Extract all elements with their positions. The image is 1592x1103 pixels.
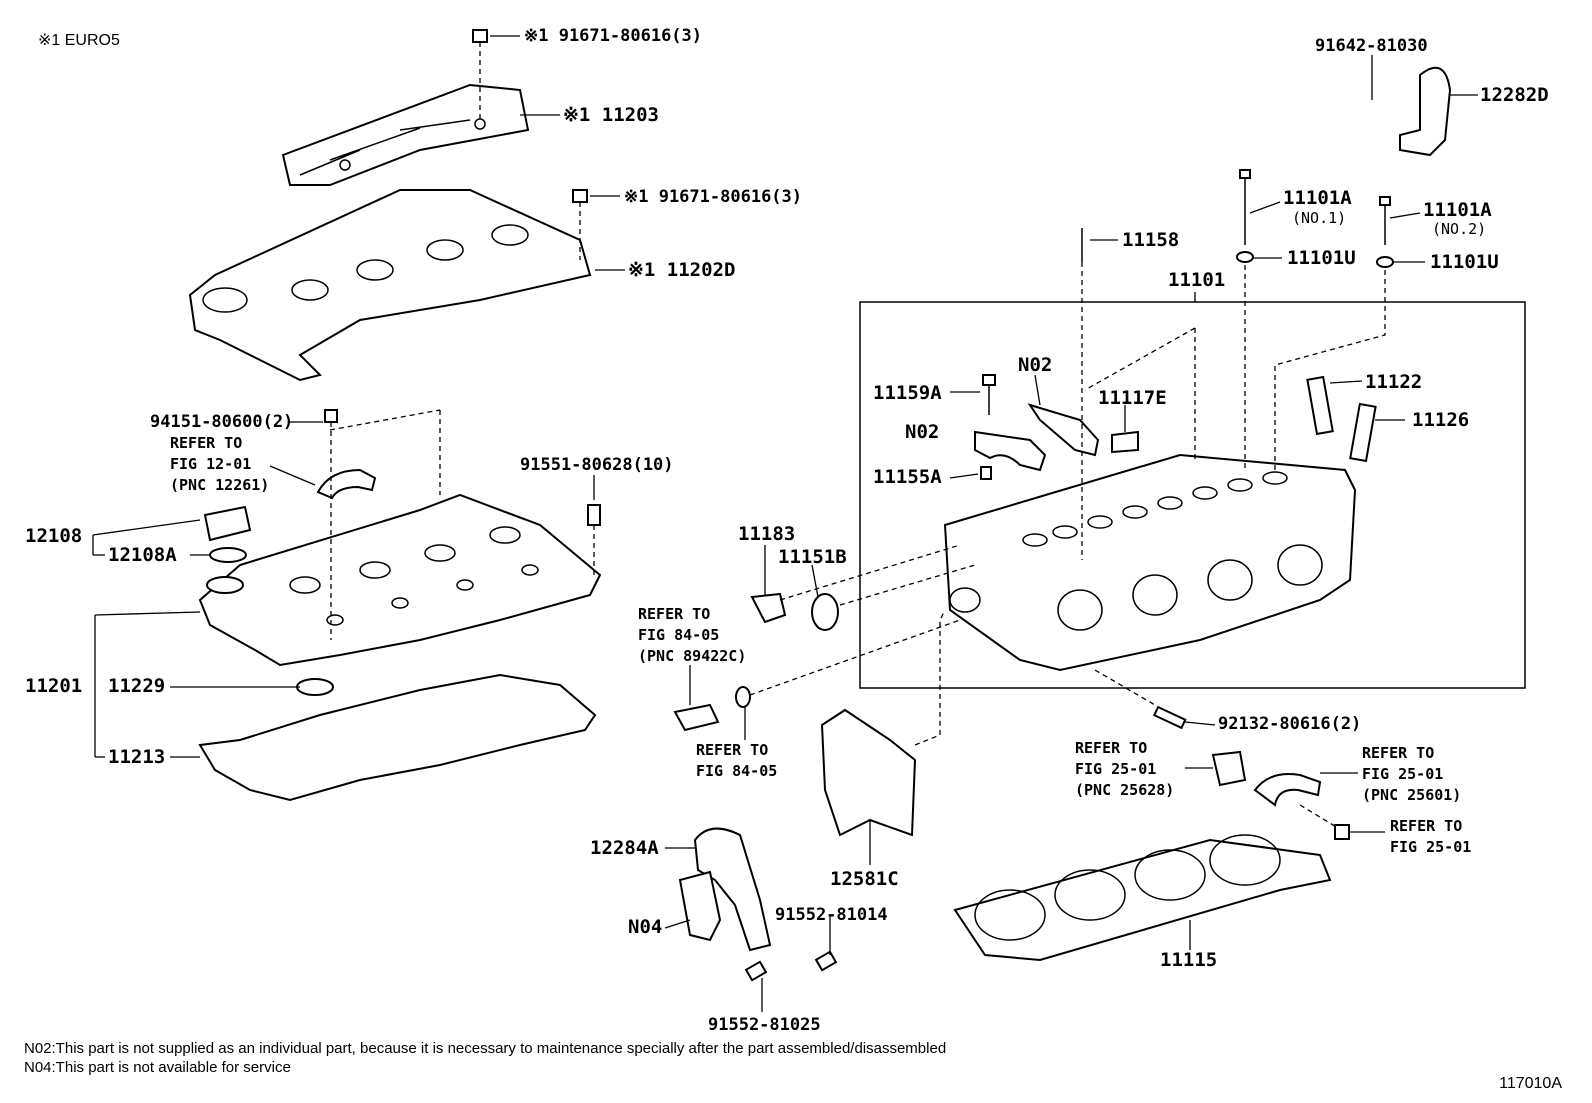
label-12108A: 12108A — [108, 544, 177, 566]
refer-fig-25-01-a[interactable]: REFER TO FIG 25-01 (PNC 25628) — [1075, 739, 1175, 799]
label-N02-a: N02 — [1018, 354, 1053, 376]
pipe-icon — [1253, 773, 1322, 807]
oil-filler-cap-icon — [203, 505, 252, 563]
washer-icon — [1376, 256, 1394, 268]
engine-cover-lower-icon — [188, 189, 592, 382]
label-11126: 11126 — [1412, 409, 1470, 431]
header-note: ※1 EURO5 — [38, 32, 120, 49]
bolt-icon — [982, 374, 996, 386]
washer-icon — [1236, 251, 1254, 263]
figure-id: 117010A — [1499, 1075, 1562, 1092]
plate-12581C-icon — [820, 708, 917, 837]
label-12108: 12108 — [25, 525, 83, 547]
label-11203: ※1 11203 — [563, 104, 659, 126]
pin-icon — [980, 466, 992, 480]
bracket-12282D-icon — [1399, 66, 1452, 157]
cylinder-head-icon — [943, 453, 1357, 672]
leader-lines — [92, 35, 1478, 1012]
bolt-icon — [814, 950, 838, 972]
label-11151B: 11151B — [778, 546, 847, 568]
label-11115: 11115 — [1160, 949, 1218, 971]
label-11229: 11229 — [108, 675, 166, 697]
label-91642-81030: 91642-81030 — [1315, 36, 1428, 56]
label-11155A: 11155A — [873, 466, 942, 488]
bracket-11183-icon — [750, 592, 787, 624]
washer-icon — [735, 686, 751, 708]
washer-icon — [296, 678, 334, 696]
refer-fig-25-01-c[interactable]: REFER TO FIG 25-01 — [1390, 817, 1472, 856]
label-91671-80616-top: ※1 91671-80616(3) — [524, 26, 703, 46]
label-11213: 11213 — [108, 746, 166, 768]
label-92132-80616: 92132-80616(2) — [1218, 714, 1362, 734]
label-12581C: 12581C — [830, 868, 899, 890]
label-N04: N04 — [628, 916, 663, 938]
label-11101A-no2-sub: (NO.2) — [1432, 220, 1487, 238]
plug-icon — [1111, 430, 1139, 454]
label-N02-b: N02 — [905, 421, 940, 443]
bolt-icon — [324, 29, 601, 640]
gasket-icon — [1211, 750, 1247, 787]
valve-cover-icon — [198, 493, 602, 667]
valve-cover-gasket-icon — [198, 673, 597, 802]
note-n02: N02:This part is not supplied as an indi… — [24, 1040, 947, 1057]
refer-fig-84-05-pnc[interactable]: REFER TO FIG 84-05 (PNC 89422C) — [638, 605, 747, 665]
label-11201: 11201 — [25, 675, 83, 697]
camshaft-cap-icon — [1027, 403, 1100, 457]
label-11183: 11183 — [738, 523, 796, 545]
label-11101: 11101 — [1168, 269, 1226, 291]
label-11122: 11122 — [1365, 371, 1423, 393]
label-11101A-no2: 11101A — [1423, 199, 1492, 221]
label-91671-80616-mid: ※1 91671-80616(3) — [624, 187, 803, 207]
label-12284A: 12284A — [590, 837, 659, 859]
nut-icon — [1334, 824, 1350, 840]
bracket-N04-icon — [678, 870, 722, 942]
valve-guide-icon — [1349, 402, 1377, 463]
bolt-icon — [744, 960, 768, 982]
cylinder-head-gasket-icon — [953, 834, 1332, 962]
refer-fig-12-01[interactable]: REFER TO FIG 12-01 (PNC 12261) — [170, 434, 270, 494]
engine-cover-upper-icon — [281, 83, 530, 186]
label-11159A: 11159A — [873, 382, 942, 404]
label-91552-81014: 91552-81014 — [775, 905, 888, 925]
refer-fig-25-01-b[interactable]: REFER TO FIG 25-01 (PNC 25601) — [1362, 744, 1462, 804]
label-12282D: 12282D — [1480, 84, 1549, 106]
breather-hose-icon — [316, 468, 377, 500]
oil-seal-icon — [811, 593, 839, 631]
label-11101U-2: 11101U — [1430, 251, 1499, 273]
bolt-icon — [1379, 196, 1391, 206]
bolt-icon — [1239, 169, 1251, 179]
valve-guide-icon — [1306, 375, 1334, 436]
stud-bolt-icon — [1152, 705, 1187, 730]
note-n04: N04:This part is not available for servi… — [24, 1059, 291, 1076]
label-11158: 11158 — [1122, 229, 1180, 251]
camshaft-cap-icon — [974, 430, 1047, 472]
label-11117E: 11117E — [1098, 387, 1167, 409]
label-11101A-no1: 11101A — [1283, 187, 1352, 209]
label-91551-80628: 91551-80628(10) — [520, 455, 674, 475]
label-11101U-1: 11101U — [1287, 247, 1356, 269]
label-11202D: ※1 11202D — [628, 259, 736, 281]
bracket-12284A-icon — [693, 827, 772, 952]
sensor-icon — [673, 703, 720, 732]
label-94151-80600: 94151-80600(2) — [150, 412, 294, 432]
refer-fig-84-05[interactable]: REFER TO FIG 84-05 — [696, 741, 778, 780]
label-91552-81025: 91552-81025 — [708, 1015, 821, 1035]
label-11101A-no1-sub: (NO.1) — [1292, 209, 1347, 227]
